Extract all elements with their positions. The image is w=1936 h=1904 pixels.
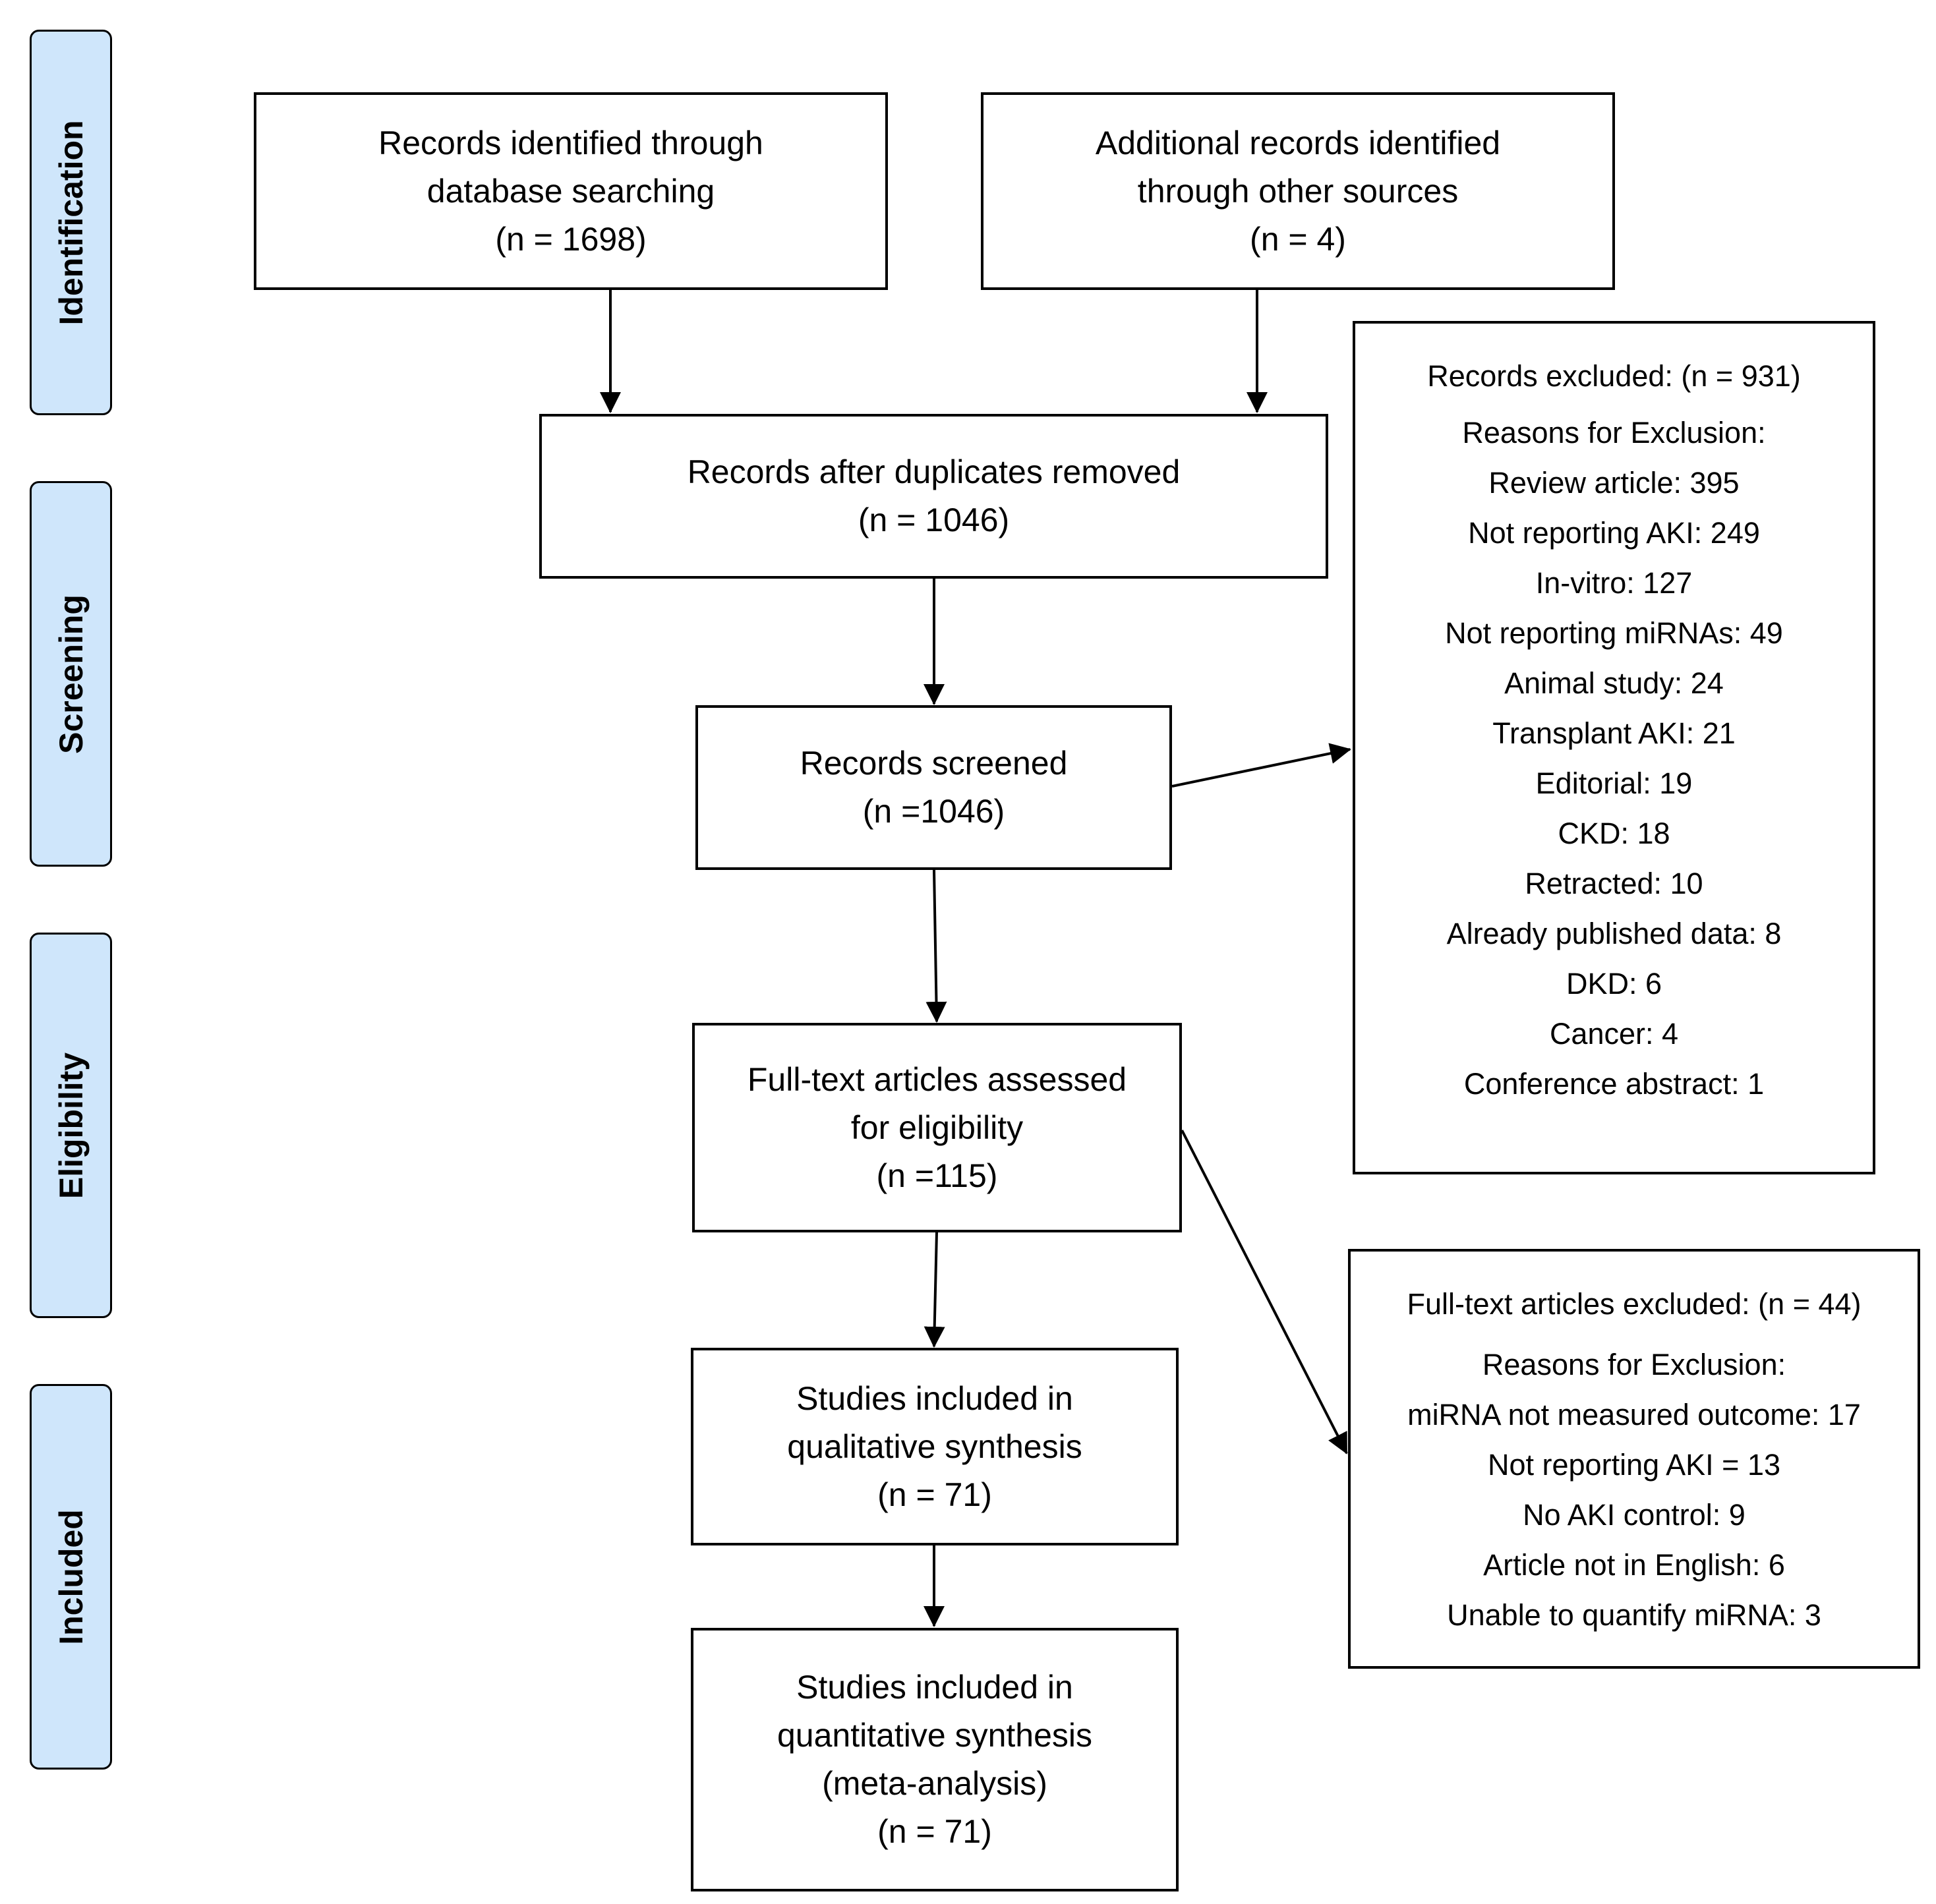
- box-line: Studies included in: [796, 1379, 1073, 1417]
- box-count: (n = 71): [877, 1476, 992, 1513]
- reason-item: Article not in English: 6: [1483, 1548, 1785, 1582]
- box-count: (n = 1046): [858, 502, 1010, 538]
- reason-item: DKD: 6: [1566, 967, 1662, 1000]
- reason-item: No AKI control: 9: [1523, 1498, 1745, 1532]
- reason-item: Unable to quantify miRNA: 3: [1447, 1598, 1821, 1632]
- reason-item: miRNA not measured outcome: 17: [1407, 1398, 1861, 1431]
- reason-item: Cancer: 4: [1549, 1017, 1679, 1051]
- excluded-title: Full-text articles excluded: (n = 44): [1407, 1287, 1862, 1321]
- box-fulltext-excluded: Full-text articles excluded: (n = 44) Re…: [1348, 1249, 1920, 1669]
- reason-item: Animal study: 24: [1504, 666, 1724, 700]
- excluded-title: Records excluded: (n = 931): [1427, 359, 1801, 393]
- box-count: (n = 4): [1250, 220, 1346, 258]
- box-count: (n = 71): [877, 1813, 992, 1850]
- reason-item: CKD: 18: [1558, 817, 1670, 850]
- box-records-screened: Records screened (n =1046): [695, 705, 1172, 870]
- box-line: Full-text articles assessed: [747, 1060, 1127, 1098]
- box-count: (n =115): [876, 1157, 998, 1194]
- arrow-screened-to-fulltext: [925, 869, 947, 1023]
- stage-label: Eligibility: [52, 1052, 90, 1199]
- box-database-search: Records identified through database sear…: [254, 92, 888, 290]
- arrow-fulltext-to-excluded: [1181, 1130, 1348, 1455]
- reasons-heading: Reasons for Exclusion:: [1462, 416, 1766, 449]
- reason-item: Transplant AKI: 21: [1492, 716, 1736, 750]
- reason-item: Review article: 395: [1488, 466, 1740, 500]
- box-fulltext-assessed: Full-text articles assessed for eligibil…: [692, 1023, 1182, 1232]
- stage-eligibility: Eligibility: [30, 933, 112, 1318]
- box-line: quantitative synthesis: [777, 1717, 1093, 1754]
- box-line: Records identified through: [378, 124, 763, 161]
- reason-item: In-vitro: 127: [1535, 566, 1693, 600]
- stage-label: Included: [52, 1509, 90, 1645]
- box-records-excluded: Records excluded: (n = 931) Reasons for …: [1353, 321, 1875, 1174]
- box-after-duplicates: Records after duplicates removed (n = 10…: [539, 414, 1328, 579]
- box-line: through other sources: [1137, 172, 1459, 210]
- box-count: (n =1046): [862, 793, 1005, 830]
- box-line: for eligibility: [850, 1109, 1024, 1146]
- reason-item: Not reporting miRNAs: 49: [1445, 616, 1783, 650]
- box-other-sources: Additional records identified through ot…: [981, 92, 1615, 290]
- reason-item: Retracted: 10: [1525, 867, 1703, 900]
- box-line: Records after duplicates removed: [687, 453, 1181, 490]
- box-line: Studies included in: [796, 1669, 1073, 1706]
- reason-item: Not reporting AKI: 249: [1468, 516, 1760, 550]
- reason-item: Not reporting AKI = 13: [1487, 1448, 1781, 1482]
- stage-label: Screening: [52, 594, 90, 754]
- box-line: Records screened: [800, 745, 1068, 782]
- reasons-heading: Reasons for Exclusion:: [1482, 1348, 1786, 1381]
- stage-screening: Screening: [30, 481, 112, 867]
- box-qualitative-synthesis: Studies included in qualitative synthesi…: [691, 1348, 1179, 1545]
- stage-label: Identification: [52, 119, 90, 326]
- box-quantitative-synthesis: Studies included in quantitative synthes…: [691, 1628, 1179, 1891]
- stage-identification: Identification: [30, 30, 112, 415]
- stage-included: Included: [30, 1384, 112, 1770]
- reason-item: Editorial: 19: [1535, 766, 1693, 800]
- box-count: (n = 1698): [495, 220, 647, 258]
- box-line: Additional records identified: [1095, 124, 1501, 161]
- box-line: database searching: [426, 172, 715, 210]
- box-line: (meta-analysis): [822, 1765, 1047, 1802]
- arrow-fulltext-to-qualitative: [924, 1232, 945, 1348]
- reason-item: Already published data: 8: [1446, 917, 1782, 950]
- box-line: qualitative synthesis: [787, 1428, 1082, 1465]
- arrow-screened-to-excluded: [1171, 743, 1351, 788]
- reason-item: Conference abstract: 1: [1463, 1067, 1765, 1101]
